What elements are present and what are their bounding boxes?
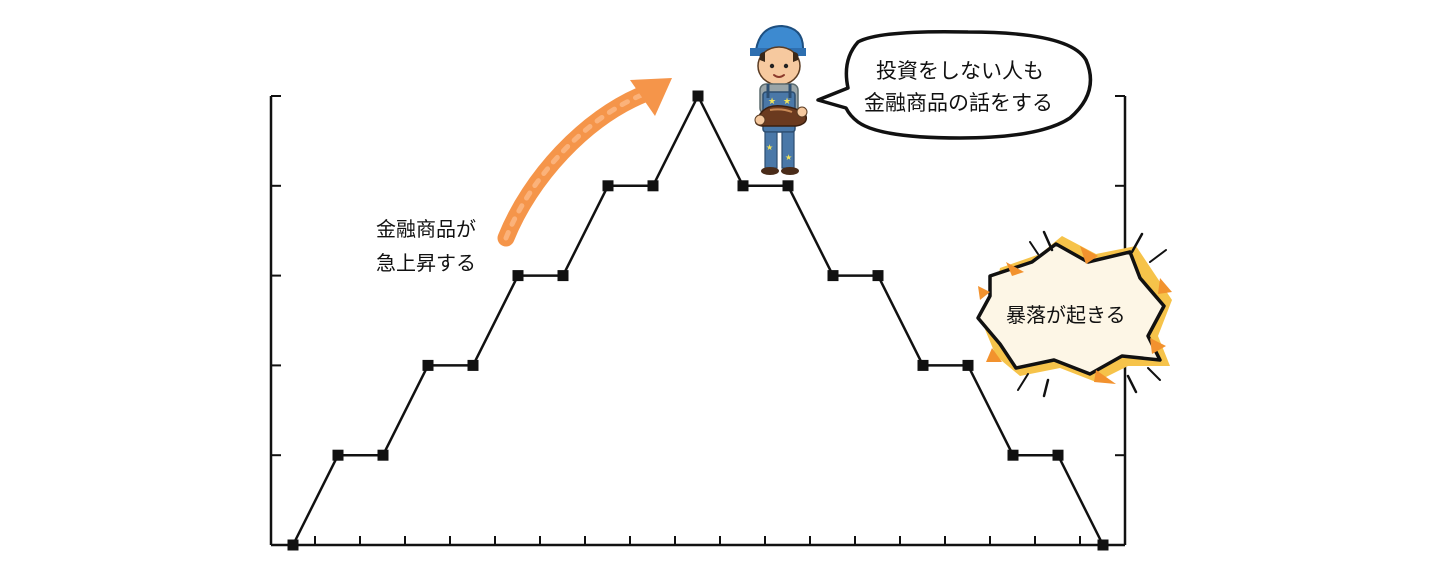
svg-text:★: ★ xyxy=(766,143,773,152)
rise-annotation-line-1: 金融商品が xyxy=(376,217,476,241)
rise-annotation: 金融商品が 急上昇する xyxy=(376,217,476,275)
data-point-7 xyxy=(557,270,569,282)
explosion-burst-icon: 暴落が起きる xyxy=(976,230,1172,398)
data-point-10 xyxy=(692,90,704,102)
shoe-shine-worker-illustration: ★ ★ ★ ★ xyxy=(750,24,808,175)
chart-frame xyxy=(269,95,1127,547)
svg-text:★: ★ xyxy=(785,153,792,162)
data-point-3 xyxy=(377,449,389,461)
data-point-15 xyxy=(917,359,929,371)
rising-arrow-icon xyxy=(497,78,672,247)
crash-annotation-text: 暴落が起きる xyxy=(1006,303,1126,327)
data-point-2 xyxy=(332,449,344,461)
data-point-1 xyxy=(287,539,299,551)
peak-speech-bubble: 投資をしない人も 金融商品の話をする xyxy=(816,29,1093,140)
rise-annotation-line-2: 急上昇する xyxy=(376,251,476,275)
data-point-9 xyxy=(647,180,659,192)
data-point-17 xyxy=(1007,449,1019,461)
peak-speech-line-2: 金融商品の話をする xyxy=(864,91,1053,115)
data-point-19 xyxy=(1097,539,1109,551)
data-point-11 xyxy=(737,180,749,192)
data-point-13 xyxy=(827,270,839,282)
data-point-14 xyxy=(872,270,884,282)
data-point-6 xyxy=(512,270,524,282)
peak-speech-line-1: 投資をしない人も xyxy=(876,59,1044,83)
series-group xyxy=(287,90,1109,551)
svg-text:★: ★ xyxy=(783,97,791,107)
data-point-16 xyxy=(962,359,974,371)
data-point-18 xyxy=(1052,449,1064,461)
data-point-4 xyxy=(422,359,434,371)
svg-text:★: ★ xyxy=(768,97,776,107)
data-point-5 xyxy=(467,359,479,371)
data-point-8 xyxy=(602,180,614,192)
data-point-12 xyxy=(782,180,794,192)
